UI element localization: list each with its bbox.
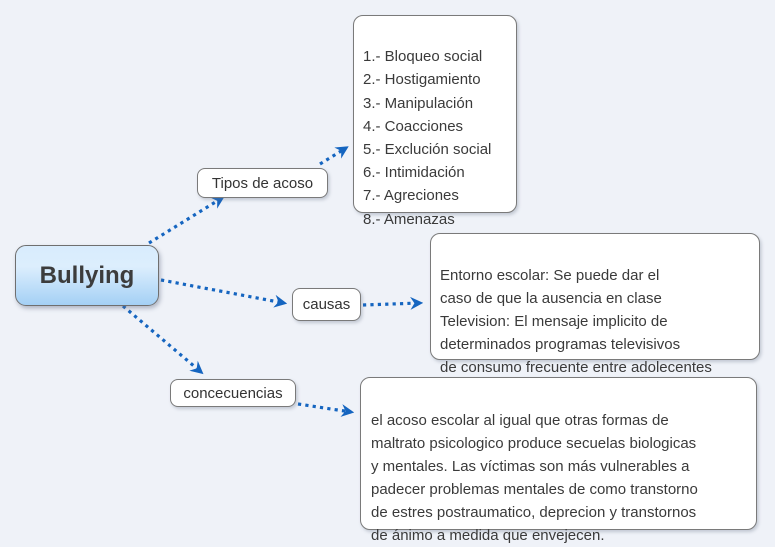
- connector-tipos-to-detail: [319, 146, 349, 166]
- detail-causas-text: Entorno escolar: Se puede dar el caso de…: [440, 267, 712, 376]
- connector-root-to-concecuencias: [121, 304, 204, 375]
- topic-concecuencias[interactable]: concecuencias: [170, 379, 296, 407]
- detail-concecuencias[interactable]: el acoso escolar al igual que otras form…: [360, 377, 757, 544]
- topic-tipos-de-acoso[interactable]: Tipos de acoso: [197, 168, 328, 198]
- topic-concecuencias-label: concecuencias: [183, 384, 283, 402]
- connector-root-to-tipos: [148, 196, 225, 245]
- detail-tipos-text: 1.- Bloqueo social 2.- Hostigamiento 3.-…: [363, 48, 492, 228]
- detail-concecuencias-text: el acoso escolar al igual que otras form…: [371, 412, 698, 544]
- connector-concecuencias-to-detail: [297, 402, 355, 417]
- topic-causas[interactable]: causas: [292, 288, 361, 321]
- root-topic-bullying[interactable]: Bullying: [15, 245, 159, 306]
- connector-causas-to-detail: [362, 296, 424, 310]
- topic-tipos-label: Tipos de acoso: [211, 174, 314, 192]
- topic-causas-label: causas: [302, 296, 351, 313]
- connector-root-to-causas: [160, 278, 288, 308]
- root-topic-label: Bullying: [39, 261, 135, 289]
- detail-tipos-de-acoso[interactable]: 1.- Bloqueo social 2.- Hostigamiento 3.-…: [353, 15, 517, 228]
- detail-causas[interactable]: Entorno escolar: Se puede dar el caso de…: [430, 233, 760, 376]
